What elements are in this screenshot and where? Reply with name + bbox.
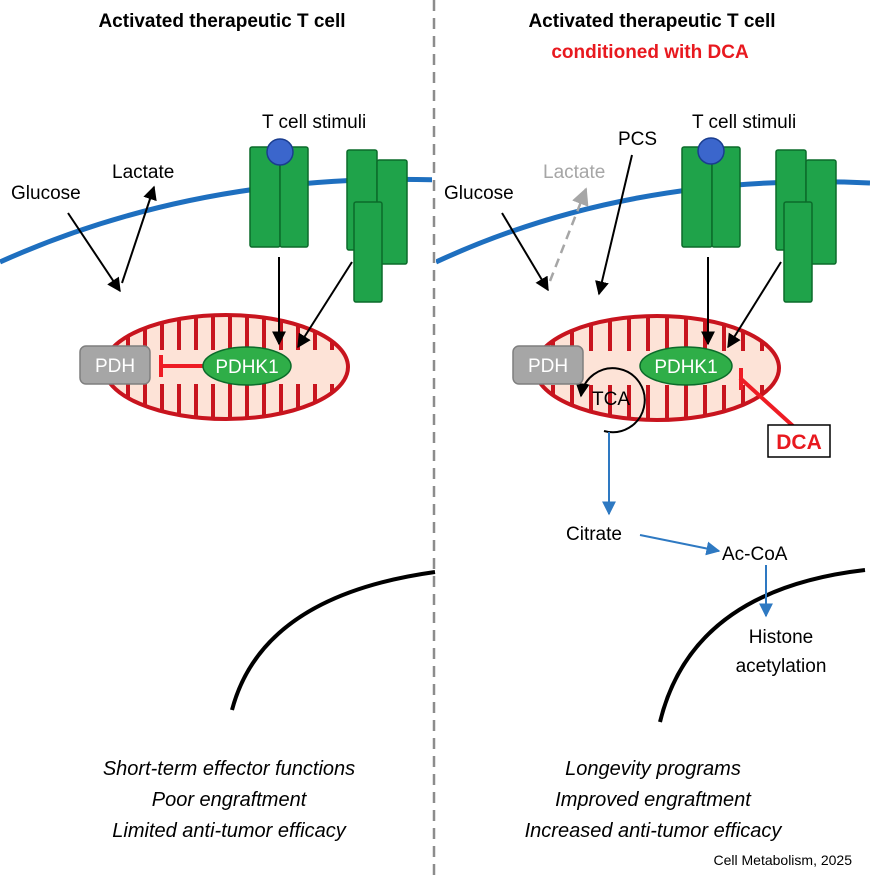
right-title: Activated therapeutic T cell <box>528 11 775 32</box>
glucose-arrow <box>67 212 121 293</box>
dca-box <box>767 424 831 458</box>
left-panel: Activated therapeutic T cell T cell stim… <box>0 11 436 842</box>
tca-cycle <box>575 367 646 434</box>
pdh-box <box>79 345 151 385</box>
histone-label-line2: acetylation <box>736 656 827 677</box>
nucleus-envelope <box>230 570 436 711</box>
citrate-to-accoa-arrow <box>639 534 721 556</box>
pdhk1-label: PDHK1 <box>654 357 717 378</box>
lactate-label: Lactate <box>112 162 174 183</box>
costimulatory-receptor <box>775 149 837 303</box>
pdh-box <box>512 345 584 385</box>
tcr-receptor <box>249 138 309 248</box>
left-outcome-1: Short-term effector functions <box>103 758 355 780</box>
pdhk1-ellipse <box>202 346 292 386</box>
citrate-label: Citrate <box>566 524 622 545</box>
pdhk1-ellipse <box>639 346 733 386</box>
nucleus-envelope <box>658 568 866 723</box>
source-citation: Cell Metabolism, 2025 <box>713 852 852 868</box>
t-cell-stimuli-label: T cell stimuli <box>692 112 796 133</box>
right-outcome-2: Improved engraftment <box>555 789 752 811</box>
lactate-arrow <box>121 185 157 284</box>
tca-label: TCA <box>592 389 630 410</box>
ligand-icon <box>697 137 725 165</box>
ac-coa-label: Ac-CoA <box>722 544 788 565</box>
lactate-label: Lactate <box>543 162 605 183</box>
left-outcome-3: Limited anti-tumor efficacy <box>112 820 346 842</box>
right-outcome-3: Increased anti-tumor efficacy <box>525 820 783 842</box>
histone-label-line1: Histone <box>749 627 813 648</box>
glucose-label: Glucose <box>11 183 81 204</box>
right-outcome-1: Longevity programs <box>565 758 741 780</box>
glucose-arrow <box>501 212 549 292</box>
right-panel: Activated therapeutic T cell conditioned… <box>436 11 870 868</box>
costim-to-pdhk1-arrow <box>297 261 353 349</box>
pdh-label: PDH <box>95 356 135 377</box>
ligand-icon <box>266 138 294 166</box>
tcr-receptor <box>681 137 741 248</box>
costimulatory-receptor <box>346 149 408 303</box>
pcs-label: PCS <box>618 129 657 150</box>
left-outcome-2: Poor engraftment <box>152 789 308 811</box>
lactate-arrow-dashed <box>548 187 589 282</box>
pdh-label: PDH <box>528 356 568 377</box>
pcs-arrow <box>595 154 633 296</box>
pdhk1-label: PDHK1 <box>215 357 278 378</box>
costim-to-pdhk1-arrow <box>727 261 782 349</box>
right-subtitle: conditioned with DCA <box>551 42 749 63</box>
t-cell-stimuli-label: T cell stimuli <box>262 112 366 133</box>
dca-label: DCA <box>776 431 822 454</box>
glucose-label: Glucose <box>444 183 514 204</box>
left-title: Activated therapeutic T cell <box>98 11 345 32</box>
